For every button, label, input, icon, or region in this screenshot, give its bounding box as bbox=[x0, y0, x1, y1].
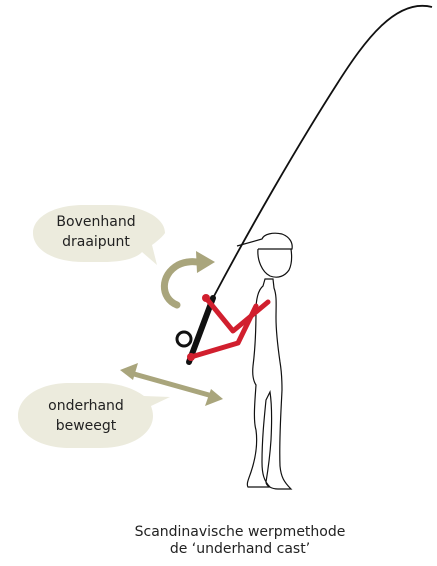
label-lower-hand: onderhand beweegt bbox=[26, 396, 146, 436]
lower-hand bbox=[187, 353, 195, 361]
movement-arrowhead-right-icon bbox=[205, 389, 223, 406]
person-head bbox=[258, 249, 292, 277]
caption-line1: Scandinavische werpmethode bbox=[110, 524, 370, 541]
movement-arrowhead-left-icon bbox=[120, 363, 138, 380]
label-lower-line1: onderhand bbox=[26, 396, 146, 416]
label-upper-hand: Bovenhand draaipunt bbox=[36, 212, 156, 252]
caption: Scandinavische werpmethode de ‘underhand… bbox=[110, 524, 370, 558]
upper-arm bbox=[206, 298, 268, 331]
rotation-arrowhead-icon bbox=[196, 251, 215, 273]
label-upper-line2: draaipunt bbox=[36, 232, 156, 252]
caption-line2: de ‘underhand cast’ bbox=[110, 541, 370, 558]
person-cap bbox=[237, 233, 292, 249]
label-upper-line1: Bovenhand bbox=[36, 212, 156, 232]
label-lower-line2: beweegt bbox=[26, 416, 146, 436]
movement-arrow bbox=[127, 372, 216, 397]
rotation-arrow bbox=[164, 262, 201, 305]
upper-hand bbox=[202, 294, 210, 302]
reel-icon bbox=[177, 332, 191, 346]
fishing-rod bbox=[213, 6, 432, 298]
